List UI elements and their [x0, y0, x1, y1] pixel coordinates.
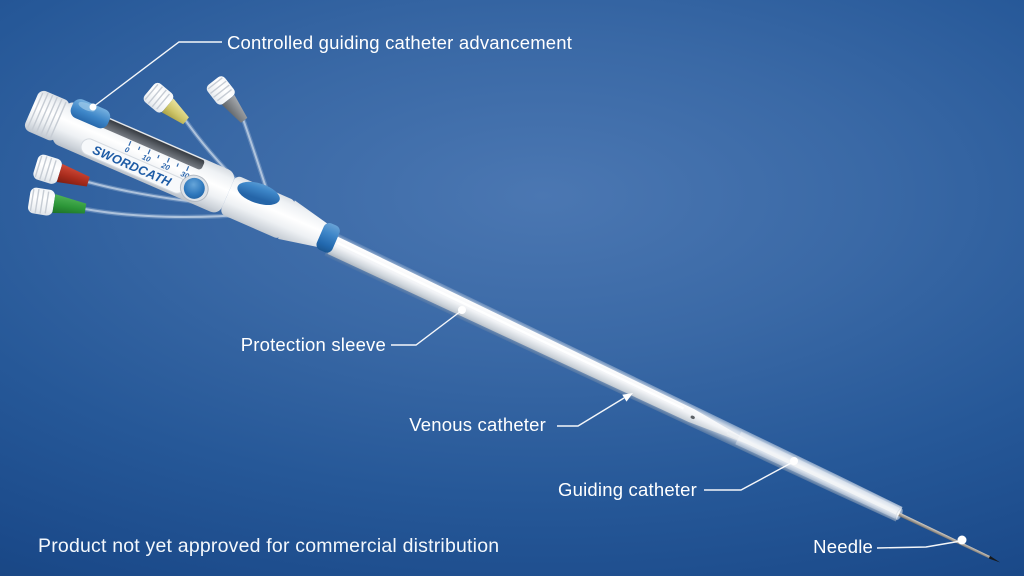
advancement-slot [93, 114, 205, 170]
scale-mark-30: 30 [179, 169, 191, 181]
annotation-needle: Needle [813, 535, 967, 557]
leader-dot [89, 103, 97, 111]
needle-bevel-tip [988, 555, 1001, 563]
guiding-catheter-core [726, 431, 901, 517]
port-yellow [143, 82, 189, 125]
guiding-catheter-tube [735, 431, 900, 519]
annotation-label: Protection sleeve [241, 334, 386, 355]
sleeve-highlight [336, 241, 685, 410]
annotation-label: Controlled guiding catheter advancement [227, 32, 572, 53]
luer-cone-yellow [161, 98, 189, 125]
port-green [28, 187, 87, 216]
cap-ridges [29, 188, 50, 214]
leader-dot [957, 535, 967, 545]
rear-cap-ridges [26, 92, 67, 140]
annotation-controlled-advancement: Controlled guiding catheter advancement [89, 32, 572, 111]
annotation-label: Venous catheter [409, 414, 546, 435]
leader-line [391, 310, 462, 346]
leader-arrow-icon [622, 393, 633, 402]
luer-cone-green [52, 194, 87, 214]
luer-cone-red [56, 163, 90, 187]
annotation-label: Needle [813, 536, 873, 557]
leader-line [557, 397, 625, 427]
disclaimer-text: Product not yet approved for commercial … [38, 535, 500, 557]
needle-shaft [898, 512, 990, 559]
release-button[interactable] [180, 175, 208, 203]
leader-dot [458, 306, 466, 314]
luer-cone-gray [221, 94, 248, 123]
annotation-venous-catheter: Venous catheter [409, 393, 633, 435]
scale-mark-0: 0 [123, 145, 131, 155]
strain-relief-ring [316, 223, 340, 253]
leader-line [704, 461, 794, 491]
annotation-label: Guiding catheter [558, 479, 697, 500]
nose-taper [278, 200, 329, 248]
annotation-guiding-catheter: Guiding catheter [558, 457, 798, 500]
catheter-marking [690, 415, 695, 420]
annotations-layer: Controlled guiding catheter advancement … [89, 32, 967, 557]
grip-button[interactable] [235, 177, 283, 209]
leader-line [92, 41, 222, 108]
slot-rim [98, 113, 204, 161]
cap-ridges [207, 77, 232, 102]
cap-ridges [144, 83, 171, 110]
scale-mark-10: 10 [141, 152, 153, 164]
annotation-protection-sleeve: Protection sleeve [241, 306, 466, 355]
leader-dot [790, 457, 798, 465]
port-red [33, 154, 90, 187]
leader-line [876, 540, 962, 549]
catheter-shaft [324, 232, 1001, 563]
port-gray [206, 76, 248, 123]
cap-ridges [34, 155, 57, 182]
